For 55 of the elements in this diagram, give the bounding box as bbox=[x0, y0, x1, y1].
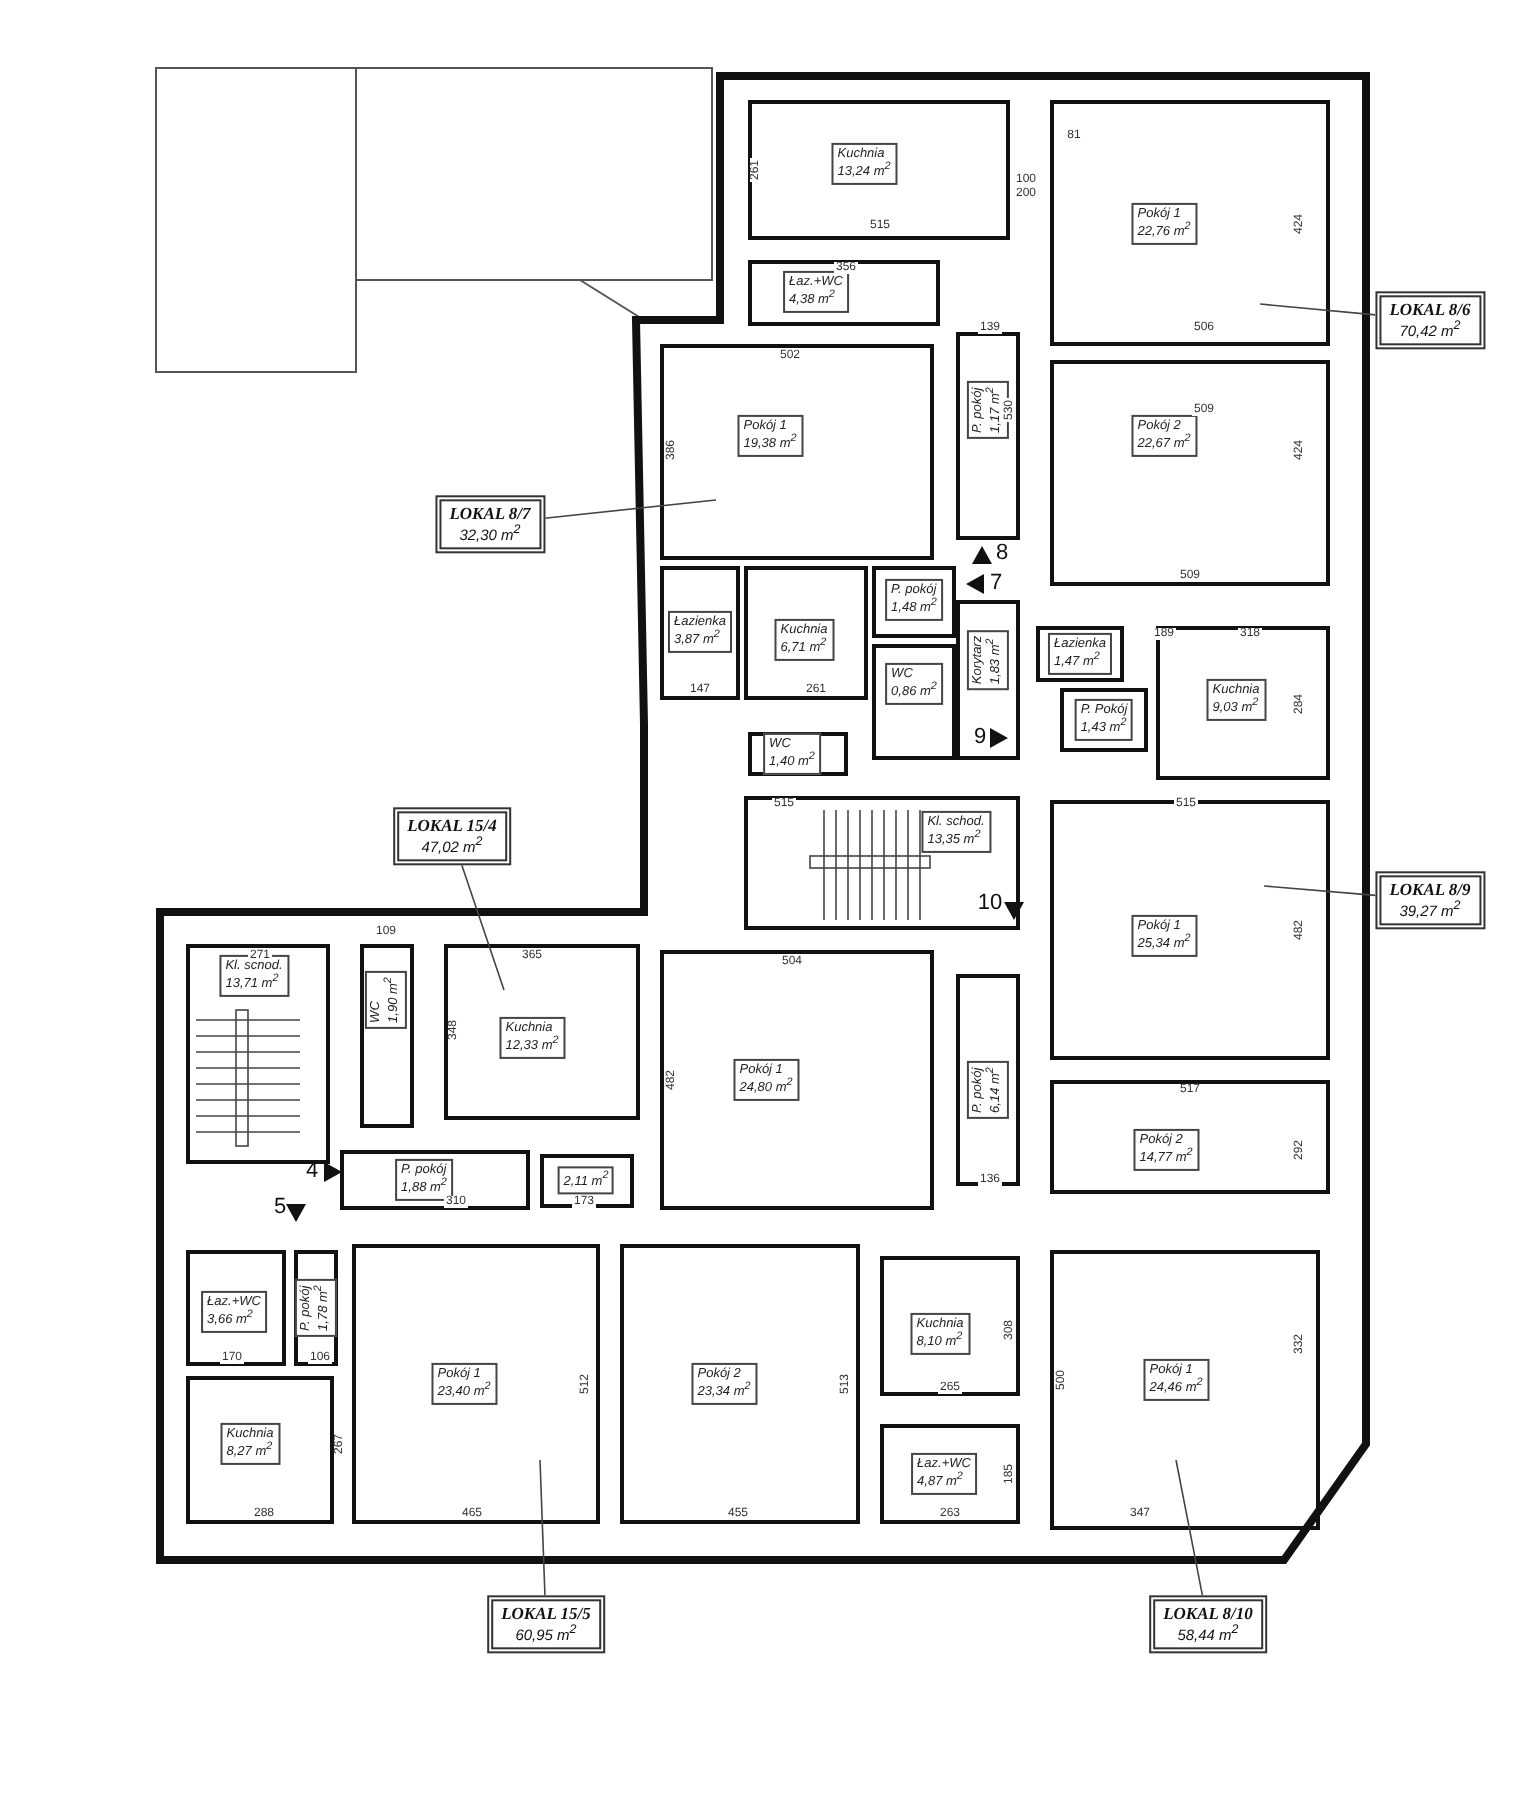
room bbox=[748, 100, 1010, 240]
room bbox=[744, 566, 868, 700]
room bbox=[444, 944, 640, 1120]
callout-number: 5 bbox=[273, 1197, 287, 1219]
room bbox=[956, 332, 1020, 540]
unit-name: LOKAL 8/6 bbox=[1389, 299, 1471, 320]
room bbox=[1050, 100, 1330, 346]
unit-name: LOKAL 15/4 bbox=[407, 815, 497, 836]
unit-label-box bbox=[435, 495, 545, 553]
room bbox=[744, 796, 1020, 930]
room bbox=[1036, 626, 1124, 682]
room bbox=[294, 1250, 338, 1366]
leader-line bbox=[460, 863, 505, 991]
room bbox=[956, 600, 1020, 760]
room bbox=[620, 1244, 860, 1524]
room bbox=[872, 644, 956, 760]
room bbox=[748, 732, 848, 776]
leader-line bbox=[1175, 1459, 1204, 1597]
room bbox=[1060, 688, 1148, 752]
room bbox=[360, 944, 414, 1128]
leader-line bbox=[543, 499, 717, 519]
unit-label-box bbox=[1375, 291, 1485, 349]
unit-label-box bbox=[1375, 871, 1485, 929]
room bbox=[540, 1154, 634, 1208]
unit-name: LOKAL 8/7 bbox=[449, 503, 531, 524]
room bbox=[1050, 1080, 1330, 1194]
unit-label-box bbox=[393, 807, 511, 865]
room bbox=[1050, 800, 1330, 1060]
room bbox=[186, 1250, 286, 1366]
room bbox=[186, 1376, 334, 1524]
leader-line bbox=[1263, 885, 1377, 897]
callout-number: 10 bbox=[977, 893, 1003, 915]
room bbox=[880, 1256, 1020, 1396]
callout-number: 7 bbox=[989, 573, 1003, 595]
callout-number: 9 bbox=[973, 727, 987, 749]
room bbox=[872, 566, 956, 638]
room bbox=[660, 566, 740, 700]
unit-label-box bbox=[487, 1595, 605, 1653]
room bbox=[340, 1150, 530, 1210]
leader-line bbox=[539, 1459, 546, 1597]
unit-name: LOKAL 8/10 bbox=[1163, 1603, 1253, 1624]
callout-number: 8 bbox=[995, 543, 1009, 565]
room bbox=[352, 1244, 600, 1524]
unit-label-box bbox=[1149, 1595, 1267, 1653]
unit-name: LOKAL 8/9 bbox=[1389, 879, 1471, 900]
room bbox=[880, 1424, 1020, 1524]
room bbox=[186, 944, 330, 1164]
unit-name: LOKAL 15/5 bbox=[501, 1603, 591, 1624]
room bbox=[1050, 1250, 1320, 1530]
room bbox=[748, 260, 940, 326]
room bbox=[660, 950, 934, 1210]
leader-line bbox=[1259, 303, 1377, 316]
room bbox=[1050, 360, 1330, 586]
room bbox=[956, 974, 1020, 1186]
room bbox=[660, 344, 934, 560]
